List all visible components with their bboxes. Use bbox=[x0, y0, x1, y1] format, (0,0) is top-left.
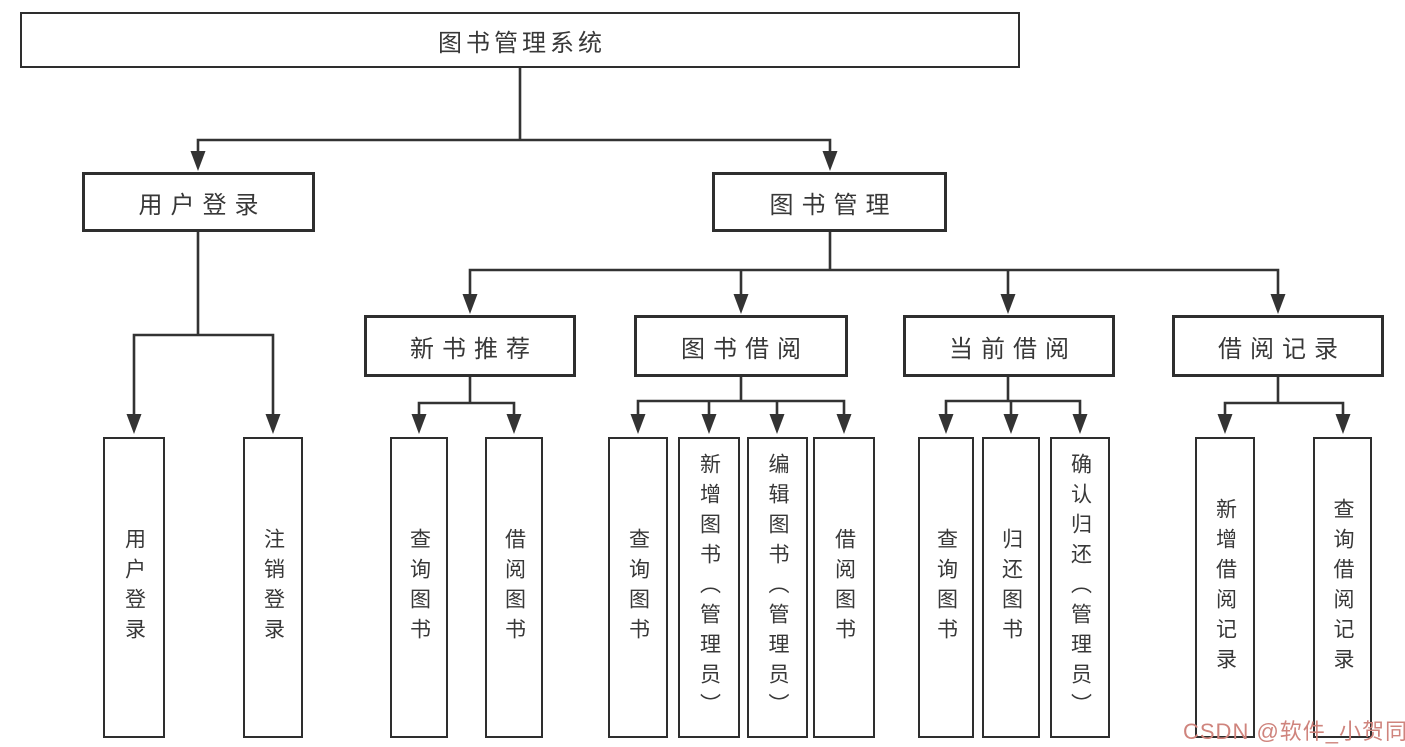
node-label: 新增图书（管理员） bbox=[697, 452, 721, 723]
leaf-confirm-return-admin: 确认归还（管理员） bbox=[1050, 437, 1110, 738]
node-label: 新书推荐 bbox=[410, 335, 538, 363]
node-book-borrow: 图书借阅 bbox=[634, 315, 848, 377]
leaf-borrow-books-1: 借阅图书 bbox=[485, 437, 543, 738]
node-label: 注销登录 bbox=[261, 527, 285, 648]
leaf-logout: 注销登录 bbox=[243, 437, 303, 738]
leaf-query-borrow-record: 查询借阅记录 bbox=[1313, 437, 1372, 738]
node-label: 编辑图书（管理员） bbox=[766, 452, 789, 723]
leaf-query-books-2: 查询图书 bbox=[608, 437, 668, 738]
node-label: 借阅图书 bbox=[832, 527, 856, 648]
node-label: 归还图书 bbox=[999, 527, 1023, 648]
node-label: 借阅图书 bbox=[502, 527, 526, 648]
node-label: 借阅记录 bbox=[1218, 335, 1346, 363]
node-user-login-group: 用户登录 bbox=[82, 172, 315, 232]
leaf-borrow-books-2: 借阅图书 bbox=[813, 437, 875, 738]
node-borrow-records: 借阅记录 bbox=[1172, 315, 1384, 377]
leaf-add-books-admin: 新增图书（管理员） bbox=[678, 437, 740, 738]
node-label: 图书管理 bbox=[769, 191, 898, 219]
node-current-borrow: 当前借阅 bbox=[903, 315, 1115, 377]
node-label: 新增借阅记录 bbox=[1213, 497, 1237, 678]
leaf-user-login: 用户登录 bbox=[103, 437, 165, 738]
node-new-book-recommend: 新书推荐 bbox=[364, 315, 576, 377]
node-label: 确认归还（管理员） bbox=[1068, 452, 1092, 723]
node-label: 查询图书 bbox=[407, 527, 431, 648]
node-label: 图书借阅 bbox=[681, 335, 809, 363]
leaf-return-books: 归还图书 bbox=[982, 437, 1040, 738]
node-label: 查询借阅记录 bbox=[1331, 497, 1354, 678]
node-label: 查询图书 bbox=[934, 527, 958, 648]
leaf-add-borrow-record: 新增借阅记录 bbox=[1195, 437, 1255, 738]
node-book-management: 图书管理 bbox=[712, 172, 947, 232]
node-label: 用户登录 bbox=[122, 527, 146, 648]
node-library-system: 图书管理系统 bbox=[20, 12, 1020, 68]
node-label: 用户登录 bbox=[138, 191, 267, 219]
node-label: 查询图书 bbox=[626, 527, 650, 648]
csdn-watermark: CSDN @软件_小贺同学 bbox=[1183, 719, 1405, 744]
leaf-edit-books-admin: 编辑图书（管理员） bbox=[747, 437, 808, 738]
leaf-query-books-3: 查询图书 bbox=[918, 437, 974, 738]
leaf-query-books-1: 查询图书 bbox=[390, 437, 448, 738]
node-label: 图书管理系统 bbox=[438, 29, 606, 57]
node-label: 当前借阅 bbox=[949, 335, 1077, 363]
